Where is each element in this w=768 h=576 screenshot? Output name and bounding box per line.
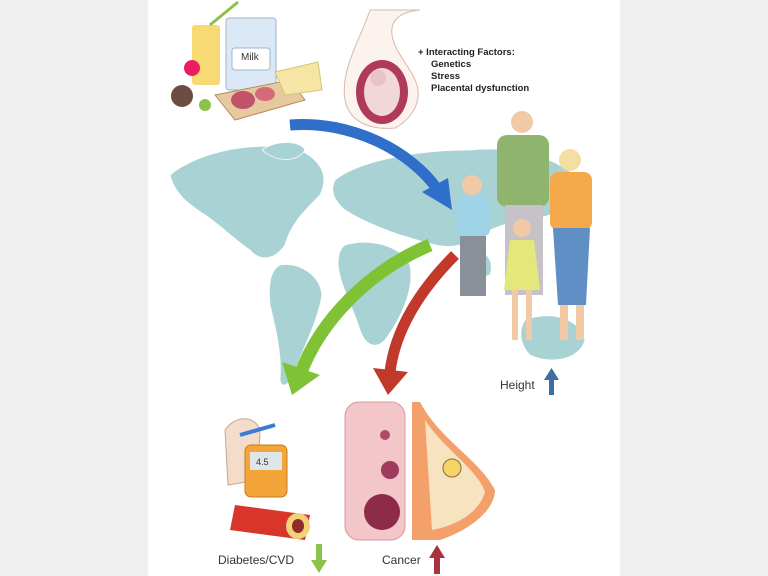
factors-title: + Interacting Factors: xyxy=(418,47,515,58)
green-arrowhead xyxy=(282,362,320,395)
factor-stress: Stress xyxy=(431,71,461,82)
milk-label: Milk xyxy=(241,52,259,63)
pregnancy-illustration xyxy=(343,9,421,129)
diabetes-down-arrow-icon xyxy=(311,544,327,573)
cancer-up-arrow-icon xyxy=(429,545,445,574)
breast-illustration xyxy=(412,402,495,540)
blue-arrow xyxy=(289,118,443,194)
diabetes-label: Diabetes/CVD xyxy=(218,553,295,567)
colon-illustration xyxy=(344,401,406,541)
factor-genetics: Genetics xyxy=(431,59,472,70)
svg-text:4.5: 4.5 xyxy=(256,457,269,467)
glucometer-illustration: 4.5 xyxy=(224,418,288,498)
family-illustration xyxy=(456,111,592,340)
blue-arrowhead xyxy=(422,178,452,210)
factor-placental: Placental dysfunction xyxy=(431,83,530,94)
cancer-label: Cancer xyxy=(382,553,421,567)
green-arrow xyxy=(293,239,433,378)
height-up-arrow-icon xyxy=(544,368,559,395)
artery-illustration xyxy=(230,505,310,540)
height-label: Height xyxy=(500,378,535,392)
interacting-factors: + Interacting Factors: Genetics Stress P… xyxy=(418,47,529,95)
red-arrow xyxy=(384,251,459,373)
red-arrowhead xyxy=(373,368,408,395)
food-illustration xyxy=(171,0,323,121)
